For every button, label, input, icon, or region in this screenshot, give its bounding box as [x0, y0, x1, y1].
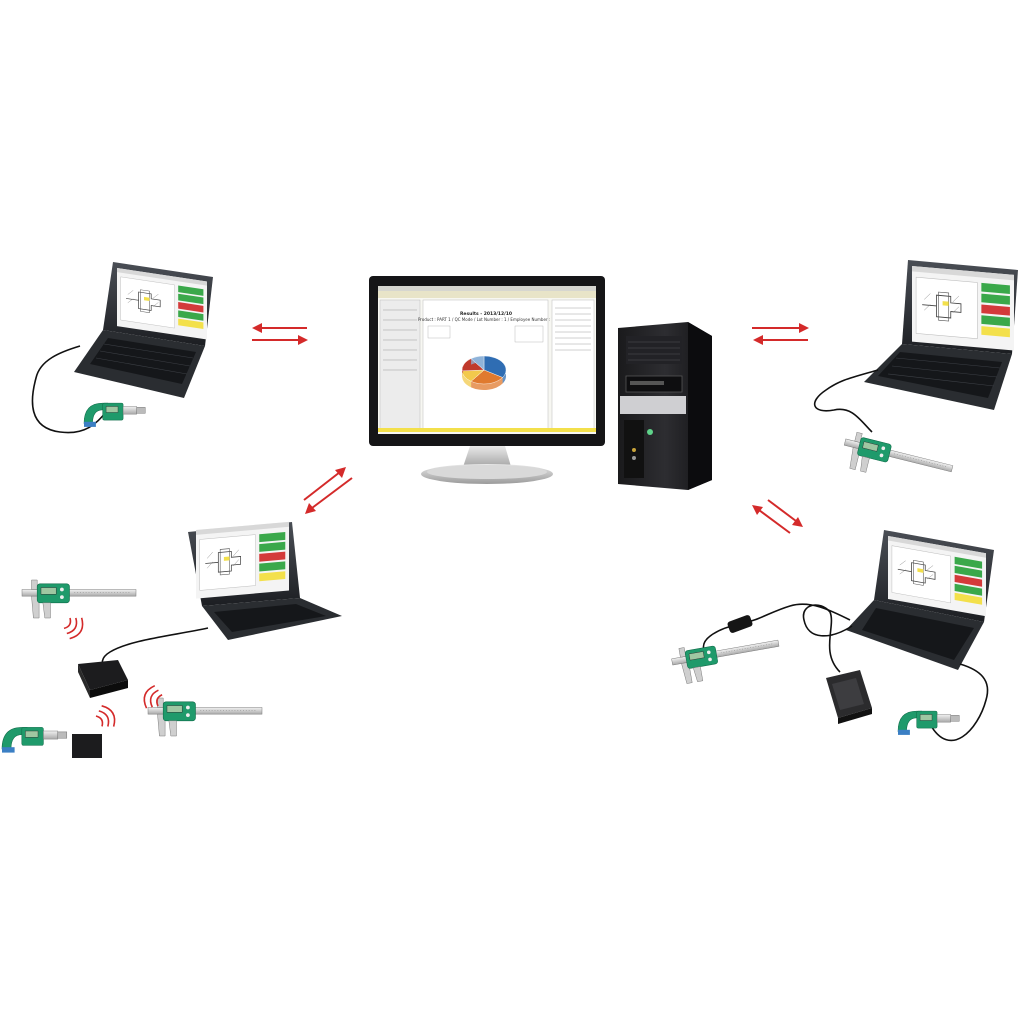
laptop-top-right: [864, 260, 1018, 410]
arrow-pair-top-right: [752, 323, 809, 345]
desktop-monitor: Results - 2013/12/10 Product : PART 1 / …: [369, 276, 605, 446]
caliper-wireless-1: [21, 579, 137, 619]
pie-slice-side: [462, 370, 472, 388]
caliper-top-right: [838, 429, 956, 493]
caliper-wireless-2: [147, 697, 263, 737]
central-workstation: Results - 2013/12/10 Product : PART 1 / …: [369, 276, 712, 490]
micrometer-wireless: [1, 726, 68, 754]
usb-adapter: [727, 615, 753, 633]
wireless-receiver: [78, 660, 128, 698]
cable: [814, 369, 879, 433]
wireless-signal-icon: [92, 702, 120, 733]
cable: [702, 603, 851, 651]
laptop-bottom-right: [846, 530, 994, 670]
transmitter: [72, 734, 102, 758]
pie-slice-side: [471, 377, 503, 390]
laptop-bottom-left: [188, 521, 342, 640]
arrow-pair-bottom-left: [303, 467, 353, 514]
micrometer-top-left: [83, 402, 146, 428]
station-bottom-right: [669, 530, 994, 742]
micrometer-bottom-right: [897, 710, 960, 736]
caliper-bottom-right: [669, 630, 784, 686]
pie-slice-5: [470, 355, 485, 371]
cable: [929, 663, 989, 742]
report-subtitle: Product : PART 1 / QC Mode / Lot Number …: [418, 317, 554, 322]
pc-tower: [618, 322, 712, 490]
station-top-right: [814, 260, 1018, 493]
station-top-left: [31, 262, 213, 434]
laptop-top-left: [74, 262, 213, 398]
monitor-stand: [421, 446, 553, 484]
report-title: Results - 2013/12/10: [460, 311, 512, 317]
pie-slice-2: [470, 369, 503, 385]
cable: [802, 604, 853, 673]
station-bottom-left: [1, 521, 342, 758]
foot-switch: [826, 670, 872, 724]
arrow-pair-top-left: [252, 323, 308, 345]
wireless-signal-icon: [60, 612, 88, 643]
arrow-pair-bottom-right: [752, 499, 803, 534]
pie-chart: [461, 355, 507, 390]
data-transfer-arrows: [252, 323, 809, 534]
